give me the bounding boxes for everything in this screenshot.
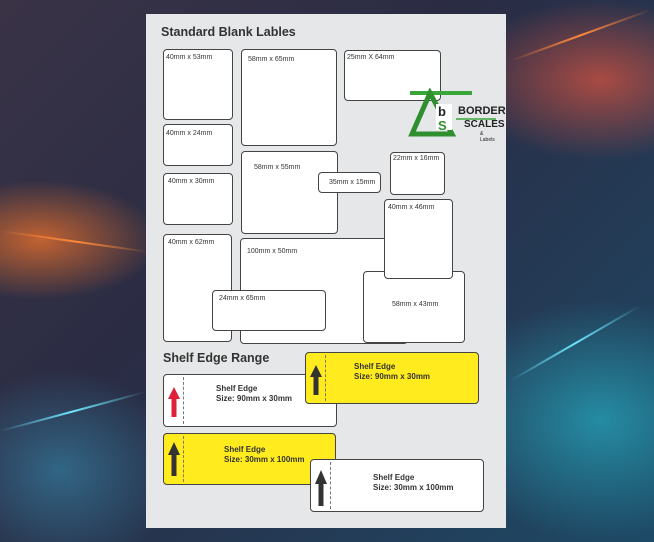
label-24x65: 24mm x 65mm — [212, 290, 326, 331]
label-text: 58mm x 55mm — [254, 164, 301, 171]
shelf-size: Size: 30mm x 100mm — [373, 483, 454, 492]
shelf-size: Size: 90mm x 30mm — [354, 372, 431, 381]
shelf-size: Size: 30mm x 100mm — [224, 455, 305, 464]
label-text: 35mm x 15mm — [329, 179, 376, 186]
logo-text: BORDER — [458, 105, 506, 117]
logo-text: SCALES — [464, 119, 505, 130]
tear-line — [330, 462, 331, 509]
label-text: 22mm x 16mm — [393, 155, 440, 162]
arrow-up-icon — [315, 470, 327, 506]
label-text: 58mm x 43mm — [392, 301, 439, 308]
label-40x46: 40mm x 46mm — [384, 199, 453, 279]
light-streak — [509, 305, 641, 382]
label-text: 40mm x 30mm — [168, 178, 215, 185]
shelf-edge-title: Shelf Edge Range — [163, 351, 270, 365]
page-title: Standard Blank Lables — [161, 25, 296, 39]
shelf-size: Size: 90mm x 30mm — [216, 394, 293, 403]
logo-triangle-icon: b S — [408, 87, 496, 137]
tear-line — [325, 355, 326, 401]
tear-line — [183, 377, 184, 424]
shelf-name: Shelf Edge — [216, 384, 258, 393]
label-text: 24mm x 65mm — [219, 295, 266, 302]
shelf-name: Shelf Edge — [354, 362, 396, 371]
svg-text:S: S — [438, 118, 447, 133]
label-40x53: 40mm x 53mm — [163, 49, 233, 120]
label-text: 100mm x 50mm — [247, 248, 298, 255]
label-text: 40mm x 24mm — [166, 130, 213, 137]
tear-line — [183, 436, 184, 482]
label-text: 58mm x 65mm — [248, 56, 295, 63]
logo-text: & Labels — [480, 131, 495, 143]
shelf-name: Shelf Edge — [224, 445, 266, 454]
arrow-up-icon — [310, 365, 322, 395]
label-text: 40mm x 62mm — [168, 239, 215, 246]
arrow-up-icon — [168, 442, 180, 476]
light-streak — [0, 230, 149, 253]
border-scales-logo: b S BORDER SCALES & Labels — [408, 87, 506, 143]
label-58x43: 58mm x 43mm — [363, 271, 465, 343]
svg-text:b: b — [438, 104, 446, 119]
label-text: 40mm x 46mm — [388, 204, 435, 211]
shelf-name: Shelf Edge — [373, 473, 415, 482]
label-40x30: 40mm x 30mm — [163, 173, 233, 225]
label-40x24: 40mm x 24mm — [163, 124, 233, 166]
red-arrow-up-icon — [168, 387, 180, 417]
label-22x16: 22mm x 16mm — [390, 152, 445, 195]
label-35x15: 35mm x 15mm — [318, 172, 381, 193]
light-streak — [0, 391, 146, 432]
label-58x65: 58mm x 65mm — [241, 49, 337, 146]
label-text: 25mm X 64mm — [347, 54, 395, 61]
label-text: 40mm x 53mm — [166, 54, 213, 61]
light-streak — [509, 8, 652, 62]
